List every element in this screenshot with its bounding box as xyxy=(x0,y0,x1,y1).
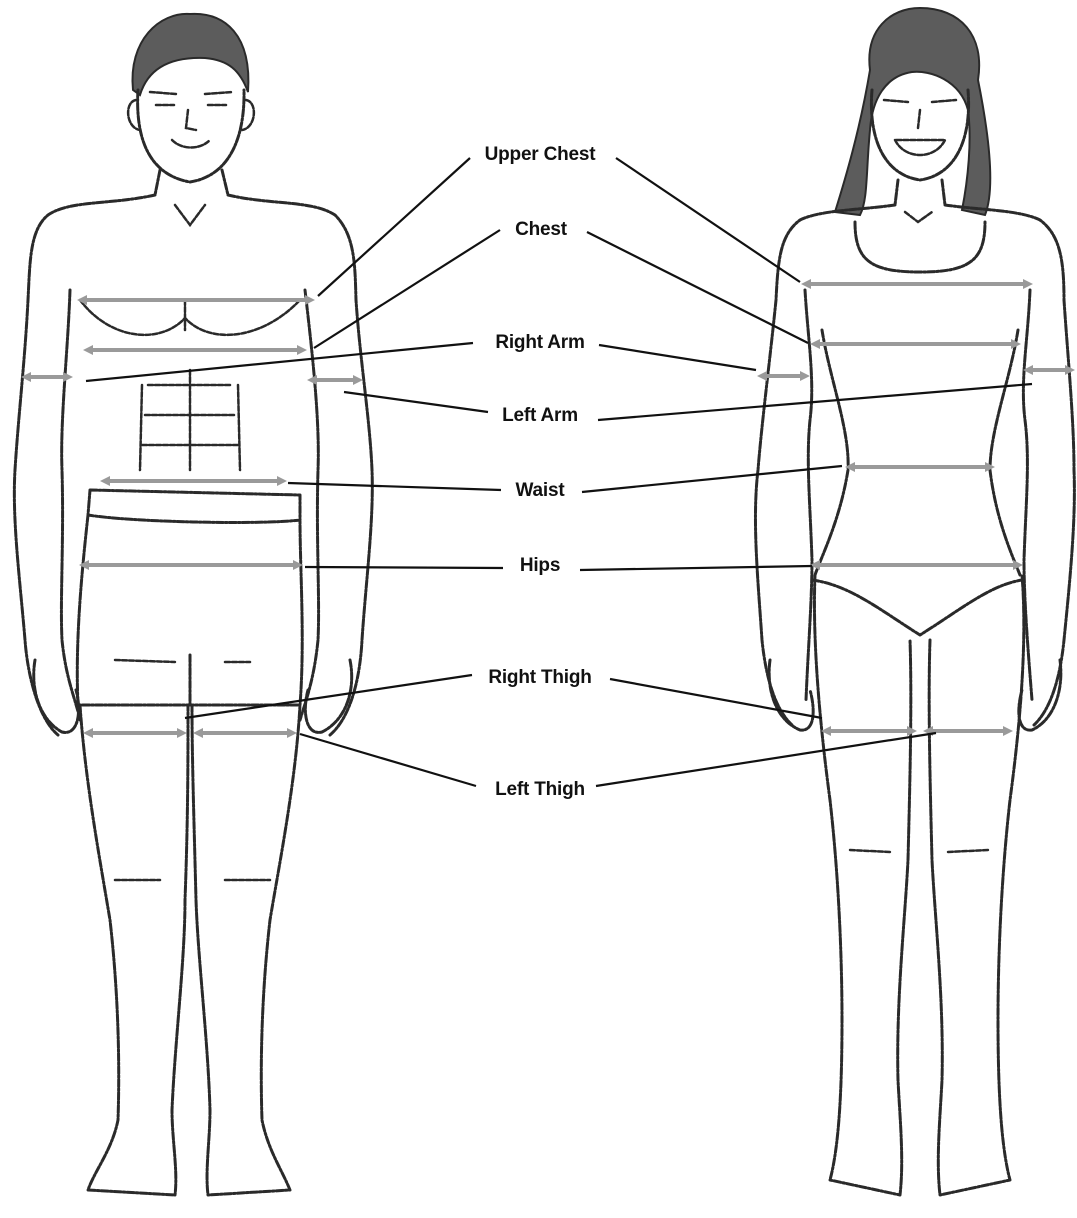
leader-right-thigh-male xyxy=(185,675,472,718)
leader-waist-female xyxy=(582,466,842,492)
label-hips: Hips xyxy=(520,555,560,576)
leader-hips-male xyxy=(305,567,503,568)
female-legs xyxy=(814,575,1023,1195)
leader-chest-male xyxy=(314,230,500,348)
leader-left-thigh-female xyxy=(596,733,936,786)
label-right-arm: Right Arm xyxy=(495,332,584,353)
leader-waist-male xyxy=(288,483,501,490)
female-figure xyxy=(755,8,1074,1195)
measurement-labels: Upper Chest Chest Right Arm Left Arm Wai… xyxy=(485,144,597,800)
male-head xyxy=(138,90,244,182)
male-figure xyxy=(14,14,372,1195)
leader-right-thigh-female xyxy=(610,679,822,718)
leader-left-arm-female xyxy=(598,384,1032,420)
label-chest: Chest xyxy=(515,219,568,240)
leader-right-arm-female xyxy=(599,345,756,370)
leader-chest-female xyxy=(587,232,808,343)
label-waist: Waist xyxy=(516,480,566,501)
label-right-thigh: Right Thigh xyxy=(488,667,591,688)
leader-lines xyxy=(86,158,1032,786)
male-hair xyxy=(132,14,248,95)
label-left-arm: Left Arm xyxy=(502,405,578,426)
female-bikini-bottom xyxy=(812,580,1022,635)
leader-hips-female xyxy=(580,566,812,570)
label-left-thigh: Left Thigh xyxy=(495,779,585,800)
label-upper-chest: Upper Chest xyxy=(485,144,597,165)
female-head xyxy=(871,90,968,180)
leader-left-thigh-male xyxy=(300,734,476,786)
male-legs xyxy=(80,705,300,1195)
leader-upper-chest-female xyxy=(616,158,800,282)
leader-upper-chest-male xyxy=(318,158,470,296)
